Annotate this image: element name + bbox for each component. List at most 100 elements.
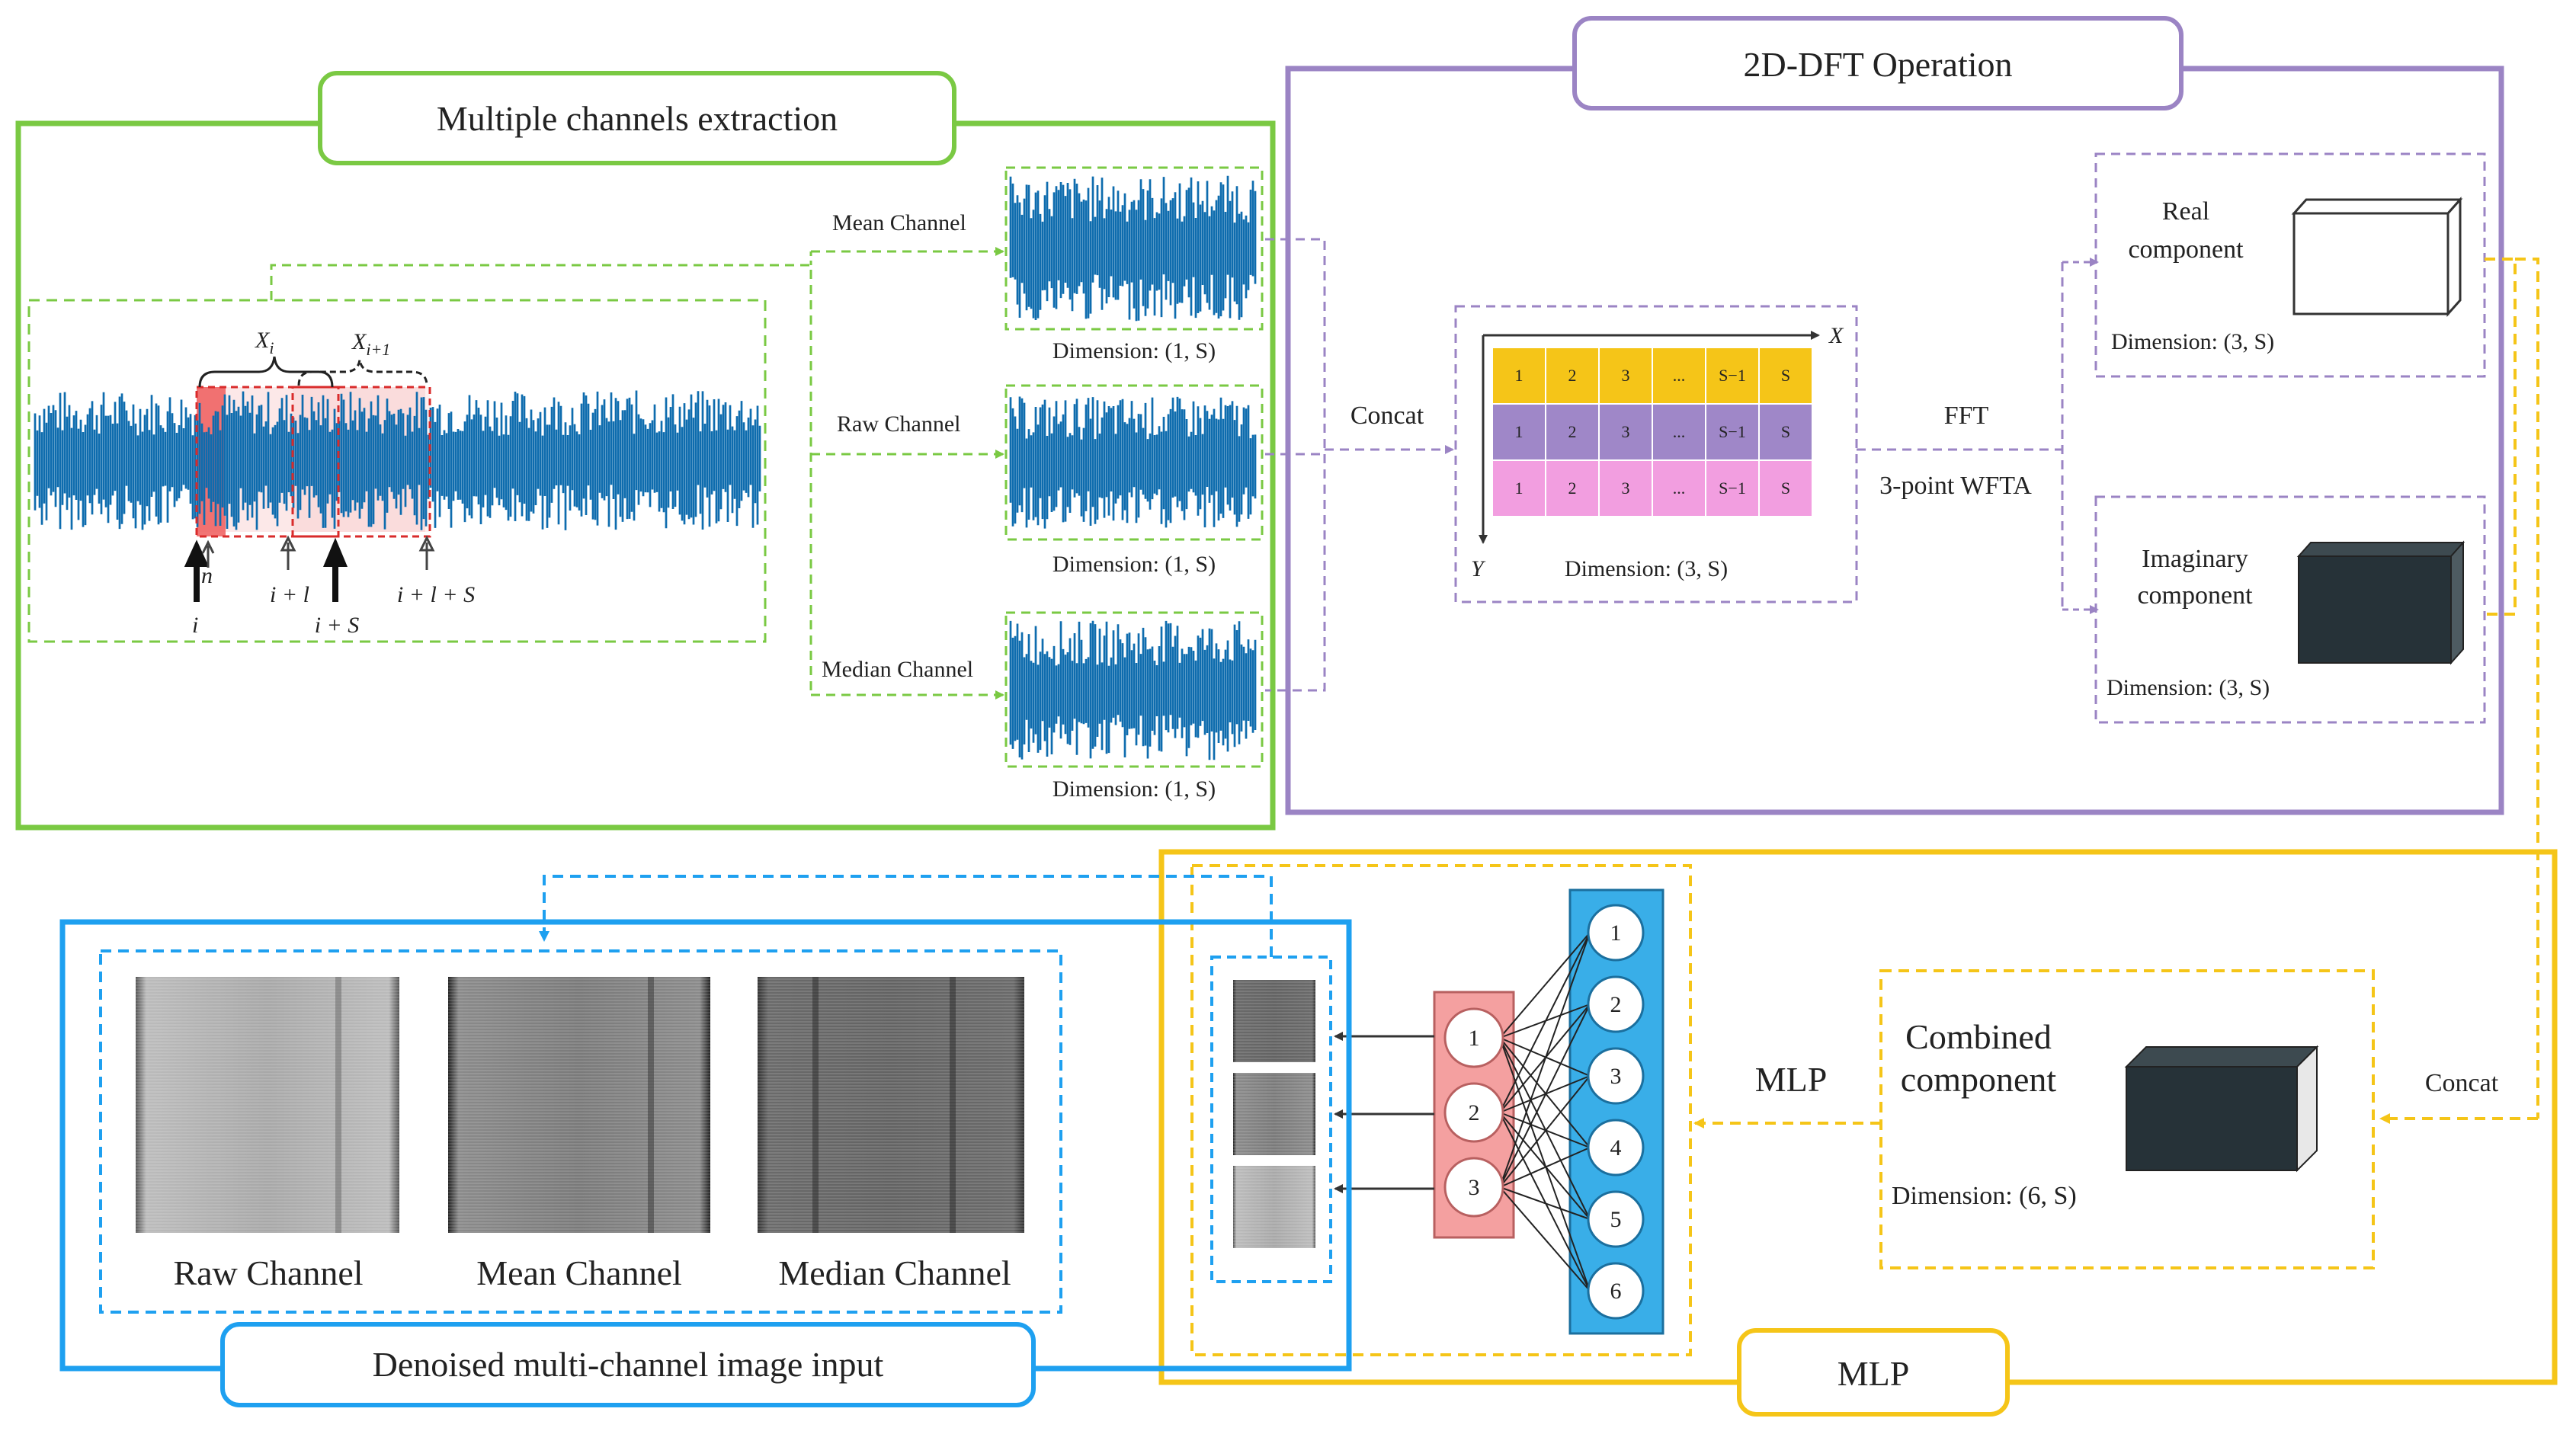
matrix-cell-label: 3 — [1622, 366, 1630, 385]
image-vertical-streaks — [335, 977, 956, 1233]
matrix-cell-label: S — [1781, 479, 1790, 498]
section-channel-extraction: Multiple channels extraction Xi Xi+1 n i… — [15, 71, 1276, 831]
median-channel-dimension: Dimension: (1, S) — [1053, 776, 1216, 802]
matrix-cell-label: ... — [1673, 366, 1686, 385]
mean-channel-dimension: Dimension: (1, S) — [1053, 338, 1216, 363]
output-arrows — [1334, 1032, 1434, 1193]
median-image-caption: Median Channel — [778, 1253, 1011, 1292]
matrix-cell-label: ... — [1673, 422, 1686, 441]
matrix-cell — [1491, 459, 1546, 517]
real-cube-icon — [2291, 197, 2463, 317]
raw-image-texture — [136, 977, 399, 1233]
matrix-cell — [1491, 403, 1546, 461]
brace-xi1 — [297, 359, 428, 386]
matrix-cell — [1705, 347, 1760, 405]
matrix-cell-label: 1 — [1515, 479, 1523, 498]
network-edge — [1499, 1037, 1591, 1292]
combined-dimension: Dimension: (6, S) — [1892, 1182, 2077, 1210]
mlp-label: MLP — [1755, 1060, 1828, 1099]
imag-component-box — [2094, 495, 2486, 724]
real-dimension: Dimension: (3, S) — [2111, 329, 2274, 354]
small-image-stack-box — [1210, 956, 1332, 1283]
concat-down-connector — [2485, 258, 2539, 1119]
network-edge — [1499, 1037, 1591, 1220]
network-connections — [1499, 932, 1591, 1292]
marker-ils-label: i + l + S — [397, 582, 475, 607]
mean-image-texture — [448, 977, 710, 1233]
matrix-cell-label: 2 — [1568, 422, 1577, 441]
matrix-cell-label: 3 — [1622, 479, 1630, 498]
network-edge — [1499, 1112, 1591, 1220]
combined-cube-icon — [2124, 1045, 2319, 1173]
marker-il-arrow — [280, 535, 296, 570]
wfta-label: 3-point WFTA — [1879, 472, 2032, 500]
raw-image-caption: Raw Channel — [173, 1253, 363, 1292]
matrix-cell-label: ... — [1673, 479, 1686, 498]
output-node-label: 3 — [1469, 1175, 1480, 1200]
network-edge — [1499, 932, 1591, 1113]
network-edge — [1499, 1037, 1591, 1077]
raw-channel-dimension: Dimension: (1, S) — [1053, 552, 1216, 577]
imag-label-1: Imaginary — [2142, 545, 2248, 573]
section1-title-box — [318, 71, 956, 165]
matrix-cell-label: 3 — [1622, 422, 1630, 441]
matrix-cell-label: S−1 — [1719, 422, 1746, 441]
median-channel-waveform — [1009, 620, 1257, 760]
marker-il-label: i + l — [270, 582, 309, 607]
real-label-2: component — [2128, 235, 2244, 264]
imag-dimension: Dimension: (3, S) — [2107, 675, 2270, 700]
matrix-cell-label: 1 — [1515, 422, 1523, 441]
raw-channel-label: Raw Channel — [837, 411, 960, 437]
hidden-node-label: 6 — [1610, 1279, 1622, 1304]
output-node — [1443, 1007, 1504, 1068]
raw-channel-waveform — [1009, 396, 1257, 529]
section2-frame — [1285, 66, 2504, 815]
matrix-cell — [1705, 459, 1760, 517]
section-denoised-input: Denoised multi-channel image input Raw C… — [59, 875, 1352, 1407]
section3-title: MLP — [1837, 1354, 1910, 1393]
section2-title: 2D-DFT Operation — [1743, 45, 2012, 84]
combined-label-1: Combined — [1905, 1017, 2052, 1056]
combined-box — [1879, 969, 2375, 1269]
hidden-node — [1587, 1047, 1645, 1105]
matrix-cell-label: 2 — [1568, 479, 1577, 498]
concat-connector — [1265, 238, 1326, 692]
network-edge — [1499, 1186, 1591, 1220]
hidden-node-label: 1 — [1610, 920, 1622, 946]
concat-label-2: Concat — [2425, 1069, 2499, 1097]
network-edge — [1499, 1112, 1591, 1292]
section-mlp: MLP Concat Combined component Dimension:… — [1158, 258, 2558, 1417]
network-edge — [1499, 1186, 1591, 1292]
mean-image-caption: Mean Channel — [476, 1253, 682, 1292]
mean-channel-label: Mean Channel — [832, 210, 966, 235]
matrix-cell-label: S−1 — [1719, 479, 1746, 498]
hidden-node — [1587, 1262, 1645, 1320]
matrix-box — [1454, 305, 1858, 603]
hidden-layer-column — [1568, 888, 1664, 1335]
matrix-cell — [1758, 403, 1813, 461]
imag-label-2: component — [2137, 581, 2253, 610]
marker-is-arrow — [323, 537, 348, 602]
hidden-node — [1587, 904, 1645, 962]
network-edge — [1499, 932, 1591, 1039]
matrix-cell-label: S — [1781, 422, 1790, 441]
median-image-texture — [758, 977, 1024, 1233]
section4-title: Denoised multi-channel image input — [373, 1345, 884, 1384]
network-edge — [1499, 1147, 1591, 1188]
fft-label: FFT — [1944, 402, 1989, 430]
matrix-cell-label: 2 — [1568, 366, 1577, 385]
section2-title-box — [1572, 16, 2184, 110]
hidden-node — [1587, 1119, 1645, 1176]
matrix-cell — [1598, 459, 1653, 517]
matrix-cell — [1545, 347, 1600, 405]
real-label-1: Real — [2162, 197, 2209, 226]
images-box — [99, 949, 1062, 1314]
label-xi1: Xi+1 — [351, 329, 390, 359]
hidden-node-label: 3 — [1610, 1064, 1622, 1089]
matrix-cell — [1758, 459, 1813, 517]
matrix-dimension: Dimension: (3, S) — [1565, 556, 1728, 581]
raw-signal-waveform — [34, 390, 761, 530]
matrix-cell-label: 1 — [1515, 366, 1523, 385]
